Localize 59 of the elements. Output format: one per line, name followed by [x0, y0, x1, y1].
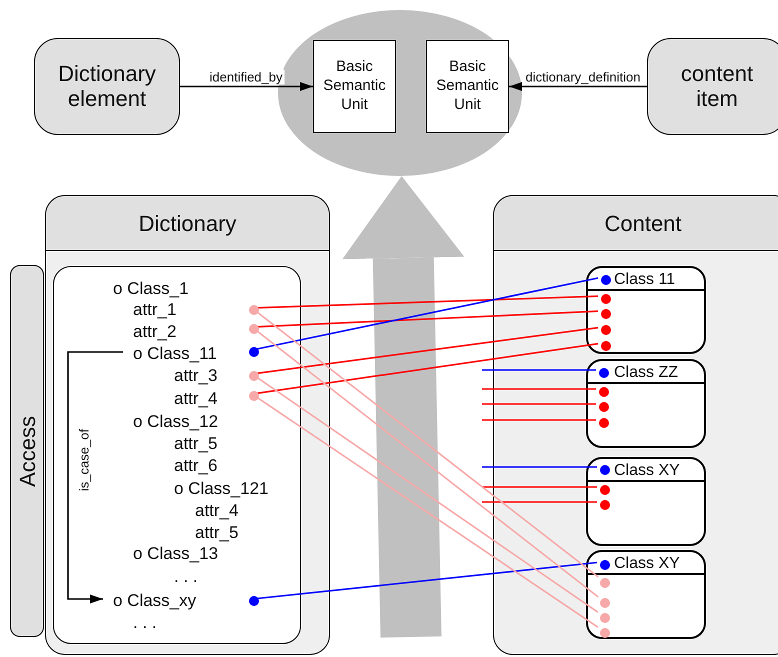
tree-item: attr_5	[187, 522, 238, 544]
rounded-box	[647, 38, 778, 135]
connector-line	[256, 295, 598, 309]
band-label: Access	[14, 416, 40, 486]
tree-item: o Class_13	[125, 543, 218, 565]
connector-line	[482, 486, 597, 488]
connector-line	[482, 466, 597, 468]
class-title: Class ZZ	[614, 364, 678, 381]
arrow	[67, 351, 123, 604]
tree-item: o Class_xy	[105, 590, 196, 612]
class-box	[586, 266, 706, 354]
tree-item: attr_4	[166, 388, 218, 410]
tree-item: attr_1	[125, 299, 176, 321]
connector-line	[256, 310, 598, 328]
tree-item: . . .	[125, 612, 157, 634]
connector-line	[256, 277, 598, 350]
tree-item: attr_3	[166, 365, 218, 387]
tree-item: . . .	[166, 566, 198, 588]
panel	[45, 195, 330, 655]
tree-item: o Class_12	[125, 411, 218, 433]
tree-item: o Class_121	[166, 478, 269, 500]
tree-item: o Class_11	[125, 343, 217, 365]
rounded-box	[34, 38, 180, 135]
tree-item: attr_5	[166, 433, 218, 455]
panel	[493, 195, 778, 655]
class-title: Class XY	[614, 555, 680, 572]
box-label: Dictionary element	[57, 62, 157, 111]
box-label: content item	[680, 62, 754, 111]
tree-item: attr_4	[187, 500, 238, 522]
class-box	[586, 550, 706, 639]
unit-label: Basic Semantic Unit	[322, 58, 387, 115]
list-panel	[53, 266, 301, 644]
unit-box	[426, 40, 509, 133]
tree-item: o Class_1	[105, 278, 189, 300]
panel-title: Content	[604, 210, 682, 238]
connector-line	[482, 369, 596, 371]
tree-item: attr_2	[125, 321, 176, 343]
arrow	[180, 82, 313, 91]
arrow	[509, 82, 647, 91]
connector-line	[256, 342, 598, 394]
connector-line	[482, 403, 596, 405]
edge-label: dictionary_definition	[524, 70, 642, 84]
unit-box	[313, 40, 396, 133]
unit-label: Basic Semantic Unit	[435, 58, 500, 115]
tree-item: attr_6	[166, 455, 218, 477]
side-band	[10, 265, 44, 637]
connector-line	[256, 326, 598, 374]
class-title: Class XY	[614, 462, 680, 479]
class-box	[586, 457, 706, 546]
panel-title: Dictionary	[138, 210, 236, 238]
class-title: Class 11	[614, 271, 676, 288]
class-box	[586, 359, 706, 448]
connector-line	[482, 501, 597, 503]
connector-line	[482, 388, 596, 390]
connector-line	[482, 419, 596, 421]
edge-label: is_case_of	[76, 426, 92, 494]
connector-line	[256, 562, 598, 600]
broad-arrow	[342, 176, 464, 638]
edge-label: identified_by	[208, 70, 284, 84]
